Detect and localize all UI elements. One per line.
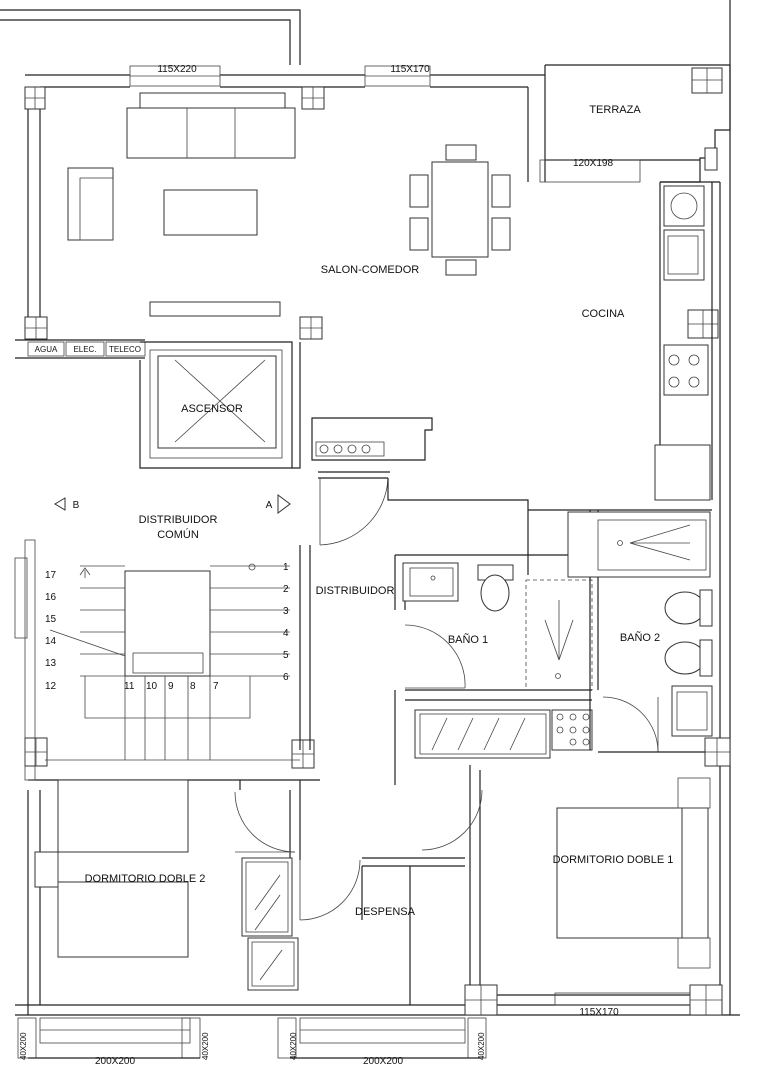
label-salon: SALON-COMEDOR (321, 264, 419, 276)
window-label-side-4: 40X200 (477, 1032, 486, 1060)
window-label-dormitorio-1: 115X170 (579, 1007, 619, 1018)
stair-step-label: 3 (283, 606, 289, 617)
label-distribuidor: DISTRIBUIDOR (316, 585, 395, 597)
label-bano-1: BAÑO 1 (448, 633, 488, 646)
salon-furniture (67, 92, 511, 317)
label-bano-2: BAÑO 2 (620, 631, 660, 644)
section-marker-a: A (266, 500, 273, 511)
window-label-side-3: 40X200 (289, 1032, 298, 1060)
stair-step-label: 5 (283, 650, 289, 661)
bathroom-2 (527, 509, 713, 753)
stair-step-label: 8 (190, 681, 196, 692)
meter-agua: AGUA (35, 345, 58, 354)
kitchen-counter (654, 182, 713, 501)
stair-step-label: 4 (283, 628, 289, 639)
hall-wardrobes (234, 780, 301, 991)
meter-elec: ELEC. (73, 345, 96, 354)
stair-step-label: 16 (45, 592, 57, 603)
bathroom-1 (394, 554, 593, 785)
stair-step-label: 17 (45, 570, 57, 581)
stair-step-label: 13 (45, 658, 57, 669)
pantry (299, 857, 465, 1005)
section-marker-b: B (73, 500, 80, 511)
window-label-salon-right: 115X170 (390, 64, 430, 75)
bedroom-2-bed (34, 779, 189, 958)
label-distribuidor-comun-2: COMÚN (157, 528, 199, 541)
bedroom-1-bed (421, 765, 711, 985)
stair-step-label: 10 (146, 681, 158, 692)
window-label-bottom-left: 200X200 (95, 1056, 135, 1067)
stair-numbers-right: 1 2 3 4 5 6 (283, 562, 289, 683)
stair-step-label: 11 (124, 681, 135, 692)
section-markers (54, 494, 291, 514)
label-cocina: COCINA (582, 308, 625, 320)
entrance-door (299, 471, 529, 750)
stair-step-label: 12 (45, 681, 57, 692)
label-despensa: DESPENSA (355, 906, 416, 918)
meter-teleco: TELECO (109, 345, 141, 354)
label-terraza: TERRAZA (589, 104, 641, 116)
meters-panel (15, 339, 146, 359)
label-ascensor: ASCENSOR (181, 403, 243, 415)
structural-columns (24, 67, 731, 1016)
window-label-side-1: 40X200 (19, 1032, 28, 1060)
duct (311, 417, 433, 461)
wardrobe-hall (414, 709, 593, 759)
bottom-windows (17, 992, 691, 1059)
label-dormitorio-1: DORMITORIO DOBLE 1 (553, 854, 674, 866)
window-label-bottom-right: 200X200 (363, 1056, 403, 1067)
top-outline (0, 0, 731, 65)
label-distribuidor-comun-1: DISTRIBUIDOR (139, 514, 218, 526)
label-dormitorio-2: DORMITORIO DOBLE 2 (85, 873, 206, 885)
staircase (14, 539, 300, 781)
window-label-salon-left: 115X220 (157, 64, 197, 75)
stair-step-label: 7 (213, 681, 219, 692)
stair-numbers-bottom: 11 10 9 8 7 (124, 681, 219, 692)
window-label-side-2: 40X200 (201, 1032, 210, 1060)
exterior-walls (15, 64, 740, 1016)
stair-step-label: 14 (45, 636, 57, 647)
stair-numbers-left: 17 16 15 14 13 12 (45, 570, 57, 692)
stair-step-label: 6 (283, 672, 289, 683)
stair-step-label: 2 (283, 584, 289, 595)
elevator (139, 341, 301, 469)
stair-step-label: 1 (283, 562, 289, 573)
stair-step-label: 9 (168, 681, 174, 692)
window-label-terraza: 120X198 (573, 158, 613, 169)
stair-step-label: 15 (45, 614, 57, 625)
